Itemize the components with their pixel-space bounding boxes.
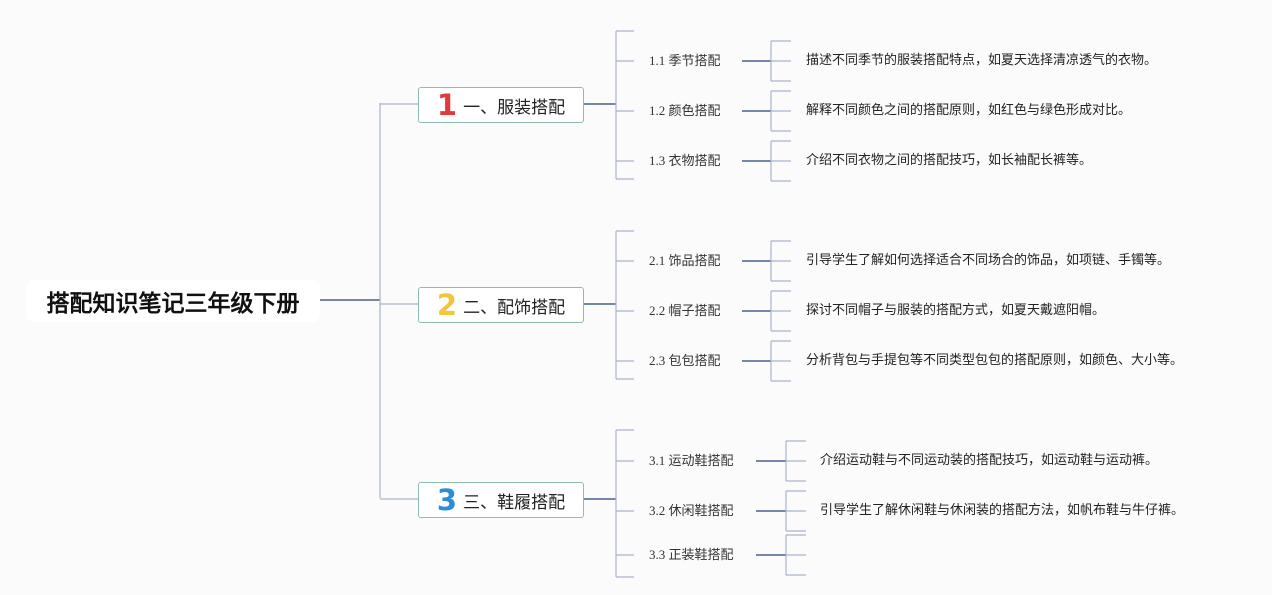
- root-node[interactable]: 搭配知识笔记三年级下册: [26, 280, 320, 322]
- branch-node-clothing[interactable]: 1 一、服装搭配: [418, 87, 584, 123]
- subtopic-2-2[interactable]: 2.2 帽子搭配: [649, 303, 721, 318]
- branch-label: 一、服装搭配: [463, 97, 566, 118]
- subtopic-3-3[interactable]: 3.3 正装鞋搭配: [649, 547, 734, 562]
- description-3-1: 介绍运动鞋与不同运动装的搭配技巧，如运动鞋与运动裤。: [820, 453, 1159, 468]
- description-1-3: 介绍不同衣物之间的搭配技巧，如长袖配长裤等。: [806, 153, 1093, 168]
- subtopic-1-3[interactable]: 1.3 衣物搭配: [649, 153, 721, 168]
- description-1-1: 描述不同季节的服装搭配特点，如夏天选择清凉透气的衣物。: [806, 53, 1158, 68]
- description-3-2: 引导学生了解休闲鞋与休闲装的搭配方法，如帆布鞋与牛仔裤。: [820, 503, 1185, 518]
- subtopic-3-1[interactable]: 3.1 运动鞋搭配: [649, 453, 734, 468]
- branch-node-accessories[interactable]: 2 二、配饰搭配: [418, 287, 584, 323]
- subtopic-2-3[interactable]: 2.3 包包搭配: [649, 353, 721, 368]
- branch-label: 二、配饰搭配: [463, 297, 566, 318]
- root-title: 搭配知识笔记三年级下册: [46, 291, 300, 317]
- branch-number-2: 2: [436, 287, 458, 322]
- subtopic-1-1[interactable]: 1.1 季节搭配: [649, 53, 721, 68]
- description-2-3: 分析背包与手提包等不同类型包包的搭配原则，如颜色、大小等。: [806, 353, 1184, 368]
- description-1-2: 解释不同颜色之间的搭配原则，如红色与绿色形成对比。: [806, 103, 1132, 118]
- subtopic-2-1[interactable]: 2.1 饰品搭配: [649, 253, 721, 268]
- branch-number-1: 1: [436, 87, 458, 122]
- branch-label: 三、鞋履搭配: [463, 492, 566, 513]
- branch-node-shoes[interactable]: 3 三、鞋履搭配: [418, 482, 584, 518]
- subtopic-1-2[interactable]: 1.2 颜色搭配: [649, 103, 721, 118]
- description-2-1: 引导学生了解如何选择适合不同场合的饰品，如项链、手镯等。: [806, 253, 1171, 268]
- subtopic-3-2[interactable]: 3.2 休闲鞋搭配: [649, 503, 734, 518]
- branch-number-3: 3: [436, 482, 458, 517]
- description-2-2: 探讨不同帽子与服装的搭配方式，如夏天戴遮阳帽。: [806, 303, 1106, 318]
